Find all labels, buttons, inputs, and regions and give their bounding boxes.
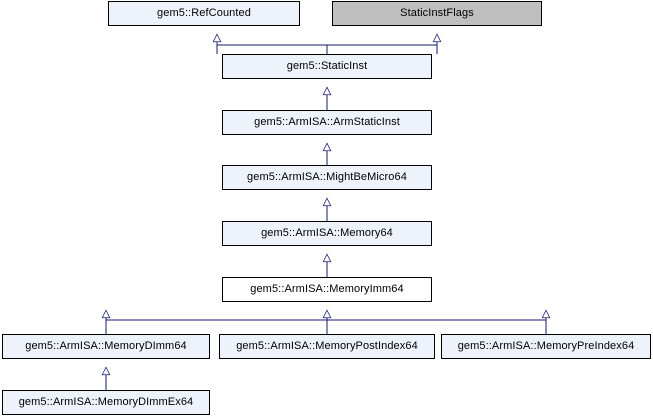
- node-label: gem5::ArmISA::MemoryDImmEx64: [18, 396, 194, 408]
- node-mightbemicro64[interactable]: gem5::ArmISA::MightBeMicro64: [222, 165, 432, 190]
- node-memorypreindex64[interactable]: gem5::ArmISA::MemoryPreIndex64: [441, 334, 651, 359]
- node-staticinstflags[interactable]: StaticInstFlags: [332, 1, 542, 26]
- node-label: gem5::RefCounted: [157, 7, 251, 19]
- node-armstaticinst[interactable]: gem5::ArmISA::ArmStaticInst: [222, 110, 432, 135]
- node-label: gem5::ArmISA::Memory64: [261, 227, 393, 239]
- node-memorydimmex64[interactable]: gem5::ArmISA::MemoryDImmEx64: [2, 390, 210, 415]
- node-label: gem5::StaticInst: [286, 60, 368, 72]
- node-gem5-refcounted[interactable]: gem5::RefCounted: [108, 1, 300, 26]
- node-memorypostindex64[interactable]: gem5::ArmISA::MemoryPostIndex64: [219, 334, 435, 359]
- node-label: gem5::ArmISA::MightBeMicro64: [247, 171, 407, 183]
- node-label: gem5::ArmISA::MemoryDImm64: [25, 340, 187, 352]
- node-memoryimm64[interactable]: gem5::ArmISA::MemoryImm64: [222, 277, 432, 302]
- node-label: StaticInstFlags: [400, 7, 474, 19]
- node-label: gem5::ArmISA::ArmStaticInst: [254, 116, 400, 128]
- node-memorydimm64[interactable]: gem5::ArmISA::MemoryDImm64: [2, 334, 210, 359]
- node-label: gem5::ArmISA::MemoryPostIndex64: [236, 340, 418, 352]
- node-memory64[interactable]: gem5::ArmISA::Memory64: [222, 221, 432, 246]
- node-label: gem5::ArmISA::MemoryImm64: [250, 283, 404, 295]
- node-label: gem5::ArmISA::MemoryPreIndex64: [457, 340, 635, 352]
- node-gem5-staticinst[interactable]: gem5::StaticInst: [222, 54, 432, 79]
